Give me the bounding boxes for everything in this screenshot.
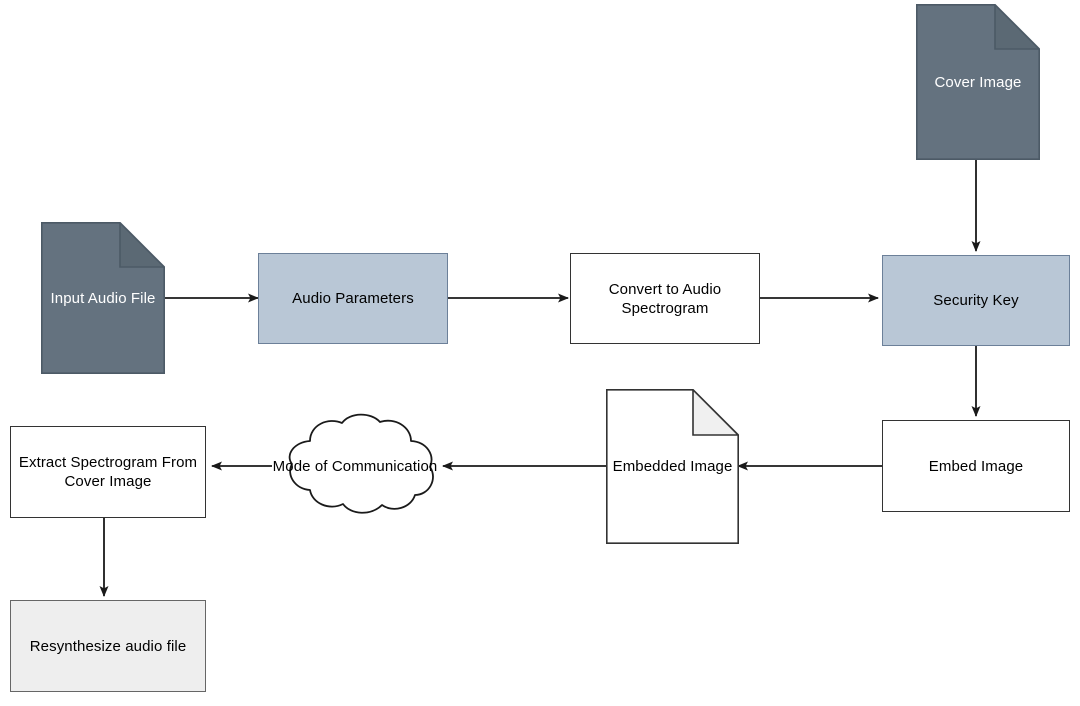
node-label: Mode of Communication [272,457,438,475]
node-embed-image[interactable]: Embed Image [882,420,1070,512]
node-label: Embed Image [928,457,1024,475]
node-extract-spectrogram-from-cover-image[interactable]: Extract Spectrogram From Cover Image [10,426,206,518]
node-cover-image[interactable]: Cover Image [916,4,1040,160]
node-label: Convert to Audio Spectrogram [608,280,722,317]
node-convert-to-audio-spectrogram[interactable]: Convert to Audio Spectrogram [570,253,760,344]
node-label: Input Audio File [50,289,156,307]
document-shape-icon [606,389,739,544]
node-embedded-image[interactable]: Embedded Image [606,389,739,544]
document-shape-icon [916,4,1040,160]
node-label: Audio Parameters [292,290,414,307]
document-shape-icon [41,222,165,374]
node-resynthesize-audio-file[interactable]: Resynthesize audio file [10,600,206,692]
node-security-key[interactable]: Security Key [882,255,1070,346]
node-input-audio-file[interactable]: Input Audio File [41,222,165,374]
node-label: Embedded Image [612,458,733,475]
node-label: Cover Image [934,73,1022,91]
node-mode-of-communication[interactable]: Mode of Communication [265,409,445,523]
cloud-shape-icon [288,413,434,514]
node-label: Resynthesize audio file [29,637,187,655]
node-label: Security Key [933,292,1019,309]
node-audio-parameters[interactable]: Audio Parameters [258,253,448,344]
node-label: Extract Spectrogram From Cover Image [18,454,198,490]
